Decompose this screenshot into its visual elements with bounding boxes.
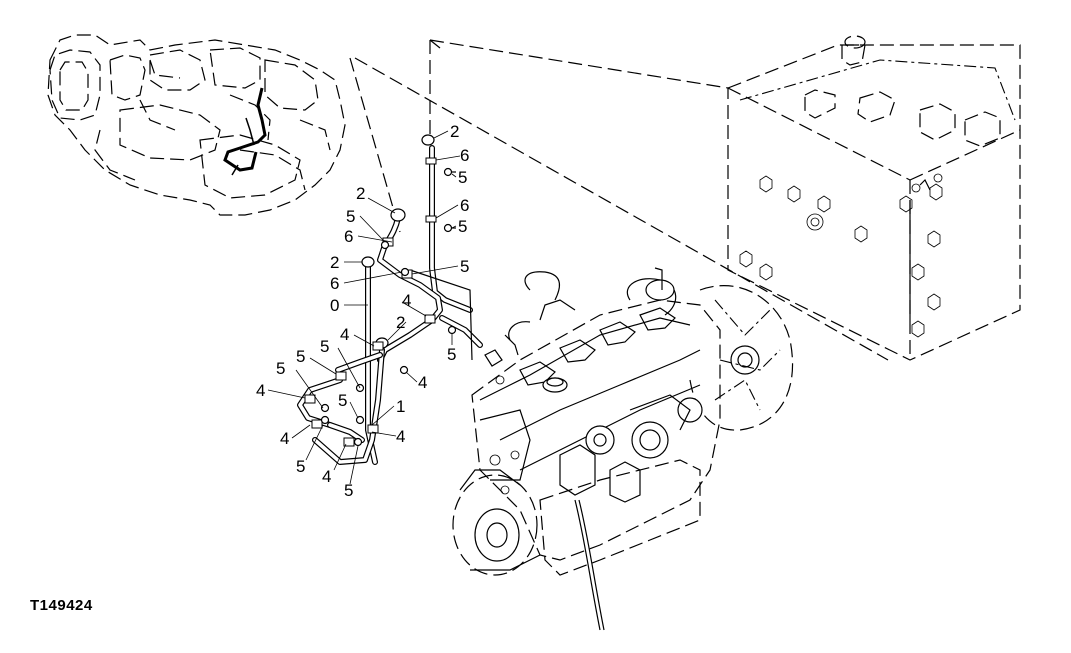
fuel-lines — [297, 145, 483, 465]
callout-label: 6 — [460, 146, 469, 165]
callout-label: 5 — [447, 345, 456, 364]
callout-label: 5 — [458, 217, 467, 236]
callout-label: 6 — [460, 196, 469, 215]
figure-id: T149424 — [30, 597, 93, 614]
leader-lines — [349, 39, 889, 361]
callout-label: 5 — [296, 347, 305, 366]
callout-label: 5 — [276, 359, 285, 378]
callout-label: 2 — [450, 122, 459, 141]
callout-label: 2 — [356, 184, 365, 203]
callout-leaders — [267, 130, 461, 485]
callout-label: 4 — [322, 467, 331, 486]
fuel-tank — [727, 35, 1021, 361]
hardware — [304, 134, 457, 447]
callout-label: 6 — [344, 227, 353, 246]
callout-label: 6 — [330, 274, 339, 293]
callout-label: 0 — [330, 296, 339, 315]
callout-label: 2 — [396, 313, 405, 332]
callout-label: 5 — [458, 168, 467, 187]
callout-label: 4 — [340, 325, 349, 344]
callout-label: 4 — [396, 427, 405, 446]
callout-label: 4 — [418, 373, 427, 392]
callout-label: 5 — [460, 257, 469, 276]
callout-label: 5 — [344, 481, 353, 500]
callout-label: 2 — [330, 253, 339, 272]
callout-label: 1 — [396, 397, 405, 416]
callout-label: 5 — [346, 207, 355, 226]
callout-label: 5 — [338, 391, 347, 410]
callout-labels: 2 6 5 6 5 2 5 6 2 5 6 0 4 2 5 4 5 4 5 5 … — [256, 122, 469, 500]
callout-label: 4 — [402, 291, 411, 310]
engine — [452, 267, 794, 631]
callout-label: 5 — [296, 457, 305, 476]
machine-overview — [47, 34, 346, 216]
callout-label: 4 — [280, 429, 289, 448]
callout-label: 5 — [320, 337, 329, 356]
callout-label: 4 — [256, 381, 265, 400]
